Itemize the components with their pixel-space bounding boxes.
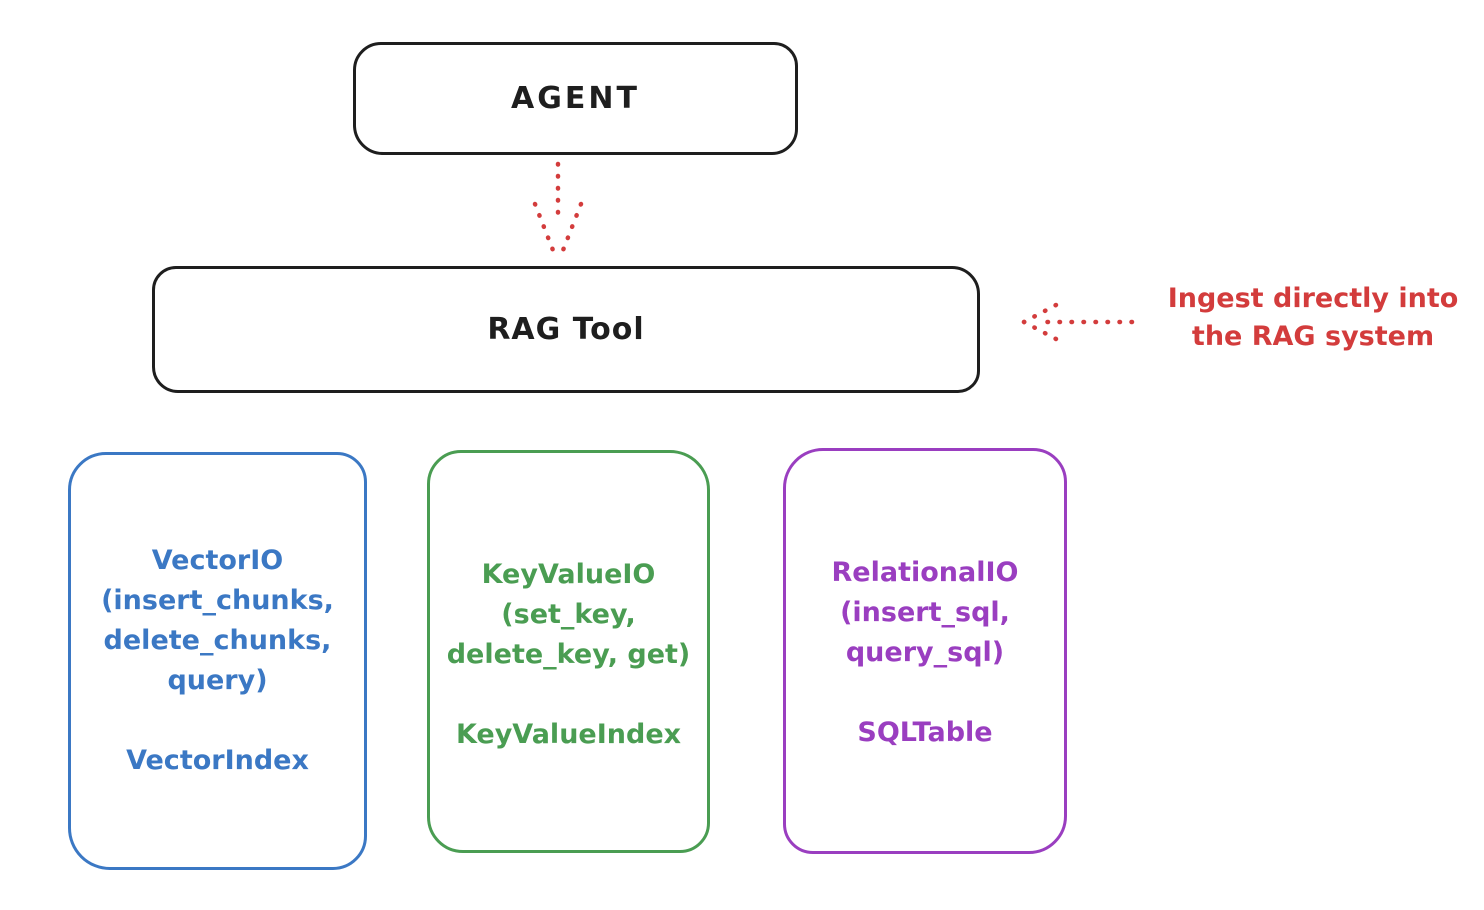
ingest-annotation: Ingest directly into the RAG system bbox=[1140, 280, 1484, 356]
ingest-annotation-line: Ingest directly into bbox=[1167, 283, 1459, 314]
vector-io-line: delete_chunks, bbox=[103, 625, 332, 656]
keyvalue-io-line: (set_key, bbox=[501, 599, 636, 630]
relational-io-line: query_sql) bbox=[845, 637, 1005, 668]
node-rag-tool: RAG Tool bbox=[152, 266, 980, 393]
node-keyvalue-io: KeyValueIO (set_key, delete_key, get) Ke… bbox=[427, 450, 710, 853]
node-agent: AGENT bbox=[353, 42, 798, 155]
vector-io-line: VectorIO bbox=[151, 545, 284, 576]
relational-io-line: RelationalIO bbox=[831, 557, 1019, 588]
keyvalue-io-line: KeyValueIO bbox=[481, 559, 656, 590]
node-relational-io: RelationalIO (insert_sql, query_sql) SQL… bbox=[783, 448, 1067, 854]
sqltable-label: SQLTable bbox=[857, 717, 993, 748]
vector-index-label: VectorIndex bbox=[126, 745, 309, 776]
node-rag-tool-label: RAG Tool bbox=[487, 312, 645, 347]
ingest-annotation-line: the RAG system bbox=[1191, 321, 1435, 352]
keyvalue-index-label: KeyValueIndex bbox=[455, 719, 682, 750]
relational-io-line: (insert_sql, bbox=[840, 597, 1010, 628]
node-vector-io: VectorIO (insert_chunks, delete_chunks, … bbox=[68, 452, 367, 870]
keyvalue-io-line: delete_key, get) bbox=[446, 639, 691, 670]
vector-io-line: query) bbox=[167, 665, 268, 696]
node-agent-label: AGENT bbox=[511, 81, 640, 116]
arrow-annotation-to-rag-icon bbox=[1021, 302, 1135, 342]
line-gap bbox=[786, 673, 1064, 713]
line-gap bbox=[71, 701, 364, 741]
line-gap bbox=[430, 675, 707, 715]
arrow-agent-to-rag-icon bbox=[532, 161, 584, 261]
vector-io-line: (insert_chunks, bbox=[101, 585, 334, 616]
